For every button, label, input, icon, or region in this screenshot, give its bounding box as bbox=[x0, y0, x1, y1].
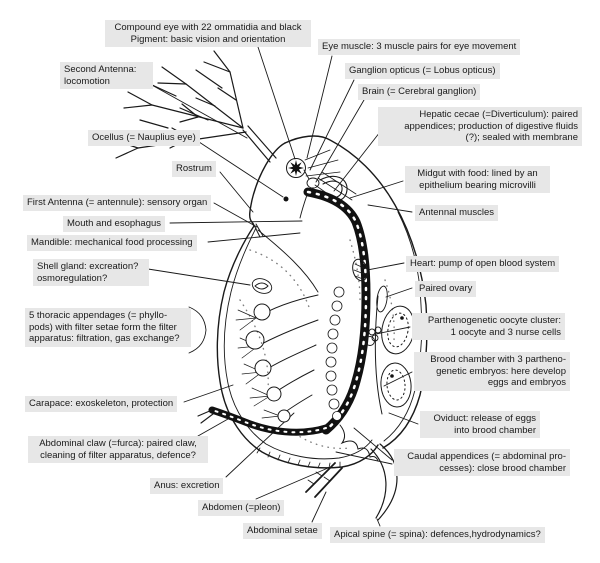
shell-gland-shape bbox=[251, 278, 273, 294]
label-first-antenna: First Antenna (= antennule): sensory org… bbox=[23, 195, 212, 211]
label-carapace: Carapace: exoskeleton, protection bbox=[25, 396, 178, 412]
eye-muscles-shape bbox=[304, 149, 341, 177]
apical-spine-shape bbox=[370, 443, 398, 521]
label-oviduct: Oviduct: release of eggs into brood cham… bbox=[420, 411, 540, 438]
label-ganglion-opticus: Ganglion opticus (= Lobus opticus) bbox=[345, 63, 500, 79]
label-parthenogenetic-oocyte: Parthenogenetic oocyte cluster: 1 oocyte… bbox=[412, 313, 565, 340]
carapace-outline bbox=[216, 135, 428, 469]
label-midgut: Midgut with food: lined by an epithelium… bbox=[405, 166, 550, 193]
label-thoracic-appendages: 5 thoracic appendages (= phyllo- pods) w… bbox=[25, 308, 191, 347]
label-caudal-appendices: Caudal appendices (= abdominal pro- cess… bbox=[394, 449, 570, 476]
label-rostrum: Rostrum bbox=[172, 161, 216, 177]
stipple-texture bbox=[239, 239, 395, 450]
label-abdominal-setae: Abdominal setae bbox=[243, 523, 322, 539]
label-eye-muscle: Eye muscle: 3 muscle pairs for eye movem… bbox=[318, 39, 521, 55]
label-hepatic-cecae: Hepatic cecae (=Diverticulum): paired ap… bbox=[378, 107, 582, 146]
abdominal-setae-shape bbox=[305, 462, 343, 498]
heart-shape bbox=[352, 258, 368, 282]
label-mouth-esophagus: Mouth and esophagus bbox=[63, 216, 166, 232]
caudal-appendices-shape bbox=[339, 424, 379, 462]
label-antennal-muscles: Antennal muscles bbox=[415, 205, 498, 221]
postabdomen-shape bbox=[197, 406, 330, 436]
first-antenna-shape bbox=[252, 222, 264, 238]
compound-eye-shape bbox=[286, 158, 306, 178]
label-brain: Brain (= Cerebral ganglion) bbox=[358, 84, 481, 100]
label-apical-spine: Apical spine (= spina): defences,hydrody… bbox=[330, 527, 545, 543]
label-abdomen: Abdomen (=pleon) bbox=[198, 500, 285, 516]
midgut-shape bbox=[303, 187, 371, 435]
label-shell-gland: Shell gland: excreation? osmoregulation? bbox=[33, 259, 149, 286]
label-ocellus: Ocellus (= Nauplius eye) bbox=[88, 130, 200, 146]
label-heart: Heart: pump of open blood system bbox=[406, 256, 560, 272]
label-paired-ovary: Paired ovary bbox=[415, 281, 477, 297]
label-anus: Anus: excretion bbox=[150, 478, 224, 494]
leader-lines bbox=[147, 46, 419, 527]
ocellus-shape bbox=[283, 196, 289, 202]
ventral-serrations bbox=[256, 447, 341, 469]
label-mandible: Mandible: mechanical food processing bbox=[27, 235, 197, 251]
label-abdominal-claw: Abdominal claw (=furca): paired claw, cl… bbox=[28, 436, 208, 463]
gut-food-circles bbox=[325, 286, 345, 421]
thoracic-legs-shape bbox=[235, 294, 319, 423]
label-brood-chamber: Brood chamber with 3 partheno- genetic e… bbox=[414, 352, 570, 391]
label-second-antenna: Second Antenna: locomotion bbox=[60, 62, 153, 89]
label-compound-eye: Compound eye with 22 ommatidia and black… bbox=[105, 20, 311, 47]
